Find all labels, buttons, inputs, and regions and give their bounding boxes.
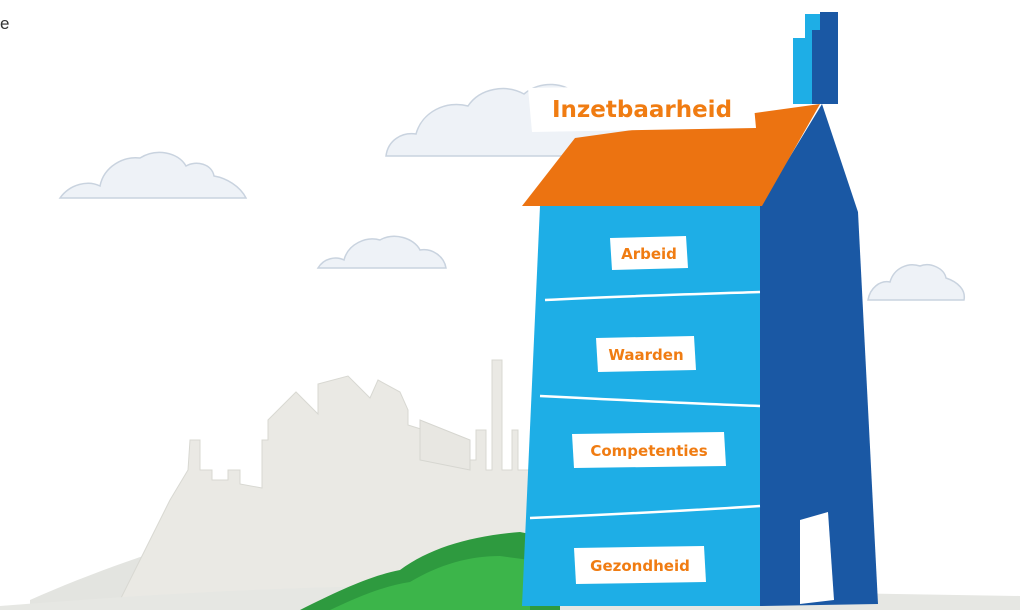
floor-label-box [596, 336, 696, 372]
divider-3 [529, 504, 761, 520]
chimney [793, 12, 838, 104]
city-skyline [119, 359, 541, 601]
title-banner: Inzetbaarheid [528, 84, 756, 132]
cloud-left [58, 151, 248, 199]
house-side-wall [760, 104, 878, 606]
cloud-right [867, 264, 966, 301]
floor-label-text: Competenties [590, 442, 707, 460]
divider-1 [544, 290, 761, 302]
title-banner-shape [528, 84, 756, 132]
floor-label-text: Waarden [608, 346, 683, 364]
floor-dividers [529, 290, 761, 520]
floor-label-waarden: Waarden [596, 336, 696, 372]
floor-label-box [572, 432, 726, 468]
grass-hill-light [330, 556, 530, 610]
floor-label-box [574, 546, 706, 584]
floor-label-box [610, 236, 688, 270]
door [800, 512, 834, 604]
divider-2 [539, 394, 761, 408]
cloud-middle-left [316, 235, 447, 269]
factory-tower [419, 419, 471, 471]
corner-text: e [0, 14, 10, 33]
chimney-side [812, 12, 838, 104]
house-title: Inzetbaarheid [552, 97, 732, 123]
floor-label-text: Gezondheid [590, 557, 690, 575]
floor-label-gezondheid: Gezondheid [574, 546, 706, 584]
house-front [522, 206, 760, 606]
floor-label-arbeid: Arbeid [610, 236, 688, 270]
roof [522, 104, 820, 206]
floor-label-text: Arbeid [621, 245, 677, 263]
floor-label-competenties: Competenties [572, 432, 726, 468]
